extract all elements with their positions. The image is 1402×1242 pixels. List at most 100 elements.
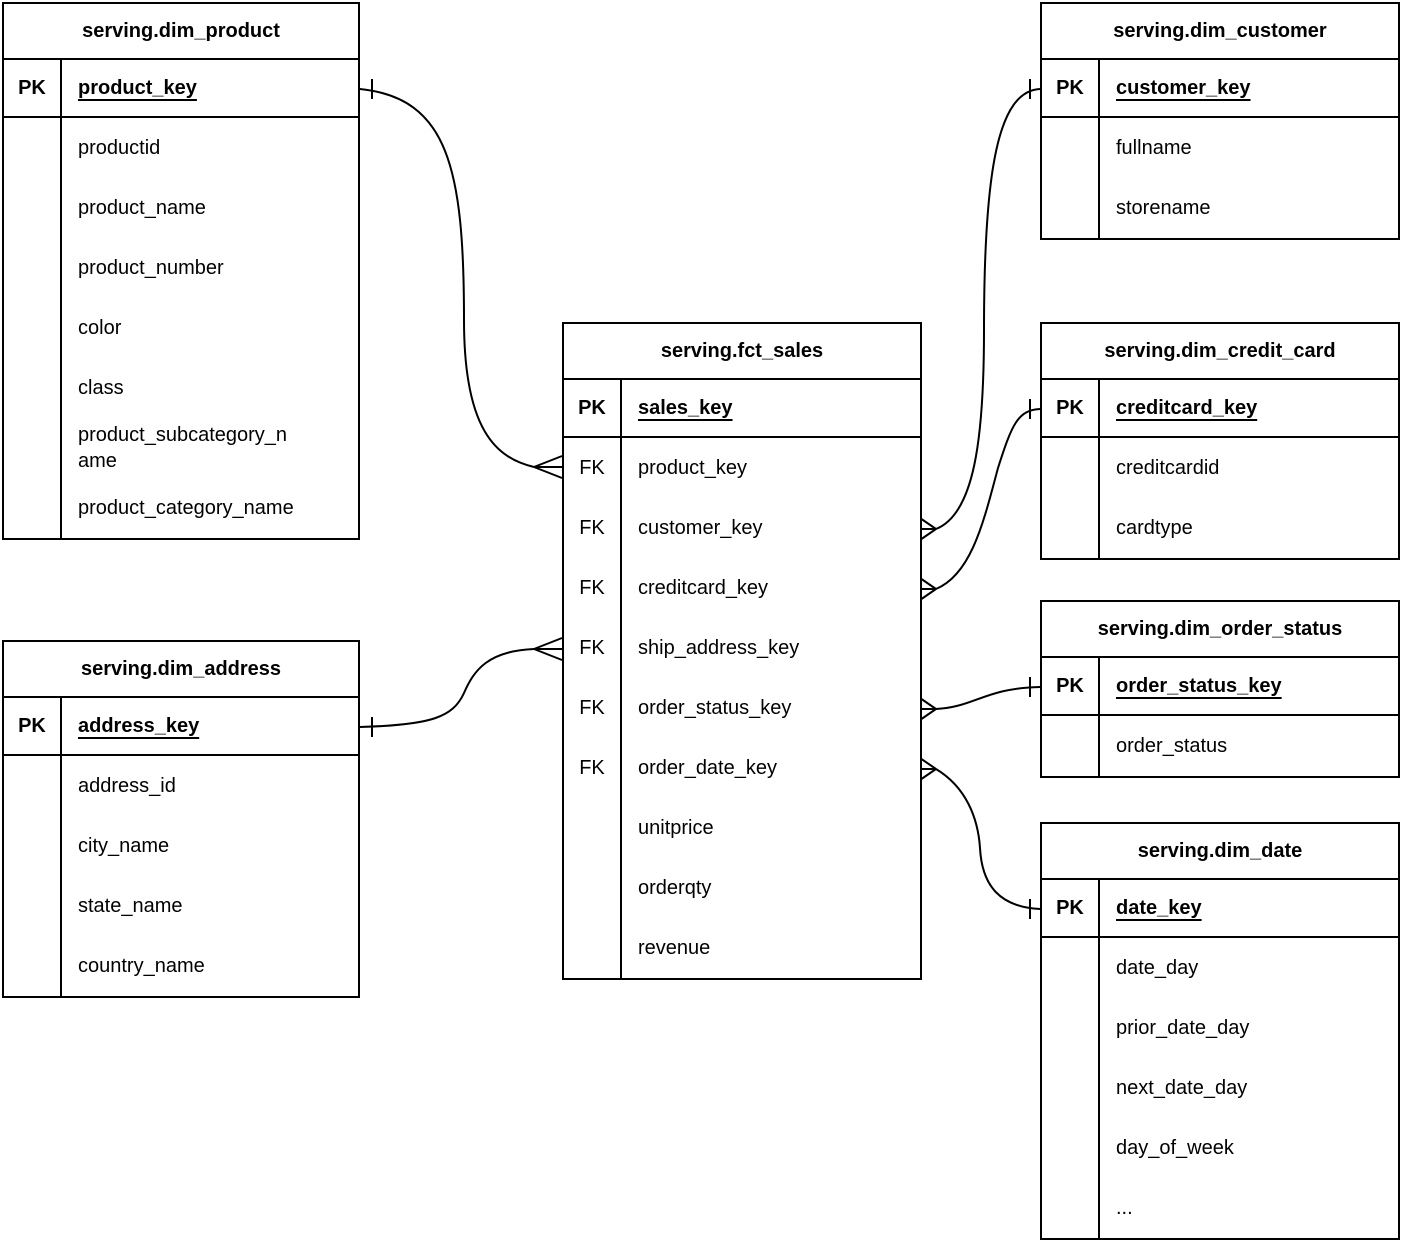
- relationship-line: [935, 88, 1041, 530]
- field-name: fullname: [1116, 137, 1192, 159]
- pk-label: PK: [4, 60, 62, 116]
- relationship-line: [935, 408, 1041, 590]
- pk-label: PK: [1042, 880, 1100, 936]
- key-cell-empty: [4, 118, 62, 178]
- key-cell-empty: [1042, 938, 1100, 998]
- key-cell-empty: [564, 918, 622, 978]
- key-cell-empty: [1042, 178, 1100, 238]
- field-row: productid: [4, 118, 358, 178]
- entity-dim-address[interactable]: serving.dim_address PK address_key addre…: [2, 640, 360, 998]
- key-cell-empty: [1042, 1118, 1100, 1178]
- table-title: serving.dim_order_status: [1042, 602, 1398, 658]
- crow-foot-marker: [533, 455, 563, 479]
- field-row: country_name: [4, 936, 358, 996]
- relationship-address-sales: [359, 637, 563, 737]
- key-cell-empty: [1042, 498, 1100, 558]
- pk-field: creditcard_key: [1116, 397, 1258, 419]
- fk-label: FK: [564, 678, 622, 738]
- field-name: ...: [1116, 1197, 1133, 1219]
- relationship-product-sales: [359, 79, 563, 479]
- field-name: next_date_day: [1116, 1077, 1248, 1099]
- relationship-line: [935, 686, 1041, 710]
- pk-field: sales_key: [638, 397, 733, 419]
- field-name: storename: [1116, 197, 1211, 219]
- field-name: order_status_key: [638, 697, 792, 719]
- field-row: order_status: [1042, 716, 1398, 776]
- pk-row: PK order_status_key: [1042, 658, 1398, 716]
- field-name: product_key: [638, 457, 747, 479]
- entity-dim-date[interactable]: serving.dim_date PK date_key date_day pr…: [1040, 822, 1400, 1240]
- table-title: serving.fct_sales: [564, 324, 920, 380]
- entity-dim-order-status[interactable]: serving.dim_order_status PK order_status…: [1040, 600, 1400, 778]
- key-cell-empty: [1042, 998, 1100, 1058]
- field-name: order_status: [1116, 735, 1228, 757]
- field-name: unitprice: [638, 817, 714, 839]
- field-row: FK order_status_key: [564, 678, 920, 738]
- field-row: product_subcategory_name: [4, 418, 358, 478]
- key-cell-empty: [4, 816, 62, 876]
- field-row: product_name: [4, 178, 358, 238]
- pk-row: PK product_key: [4, 60, 358, 118]
- key-cell-empty: [4, 418, 62, 478]
- pk-row: PK sales_key: [564, 380, 920, 438]
- pk-row: PK creditcard_key: [1042, 380, 1398, 438]
- entity-dim-credit-card[interactable]: serving.dim_credit_card PK creditcard_ke…: [1040, 322, 1400, 560]
- field-row: color: [4, 298, 358, 358]
- relationship-sales-credit-card: [919, 399, 1041, 601]
- key-cell-empty: [1042, 716, 1100, 776]
- crow-foot-marker: [919, 697, 937, 721]
- field-name: state_name: [78, 895, 183, 917]
- field-name: cardtype: [1116, 517, 1193, 539]
- relationship-sales-customer: [919, 79, 1041, 541]
- relationship-line: [359, 88, 535, 468]
- pk-row: PK address_key: [4, 698, 358, 756]
- field-name: class: [78, 377, 124, 399]
- pk-field: order_status_key: [1116, 675, 1282, 697]
- crow-foot-marker: [919, 517, 937, 541]
- field-name: productid: [78, 137, 161, 159]
- field-name: creditcard_key: [638, 577, 769, 599]
- field-row: revenue: [564, 918, 920, 978]
- field-row: product_category_name: [4, 478, 358, 538]
- field-name: ship_address_key: [638, 637, 800, 659]
- pk-label: PK: [1042, 658, 1100, 714]
- table-title: serving.dim_credit_card: [1042, 324, 1398, 380]
- key-cell-empty: [4, 478, 62, 538]
- relationship-line: [359, 648, 535, 728]
- relationship-sales-order-status: [919, 677, 1041, 721]
- field-name: order_date_key: [638, 757, 777, 779]
- field-row: storename: [1042, 178, 1398, 238]
- pk-label: PK: [564, 380, 622, 436]
- entity-dim-customer[interactable]: serving.dim_customer PK customer_key ful…: [1040, 2, 1400, 240]
- key-cell-empty: [4, 876, 62, 936]
- field-name: product_subcategory_name: [78, 424, 288, 472]
- field-row: address_id: [4, 756, 358, 816]
- key-cell-empty: [1042, 118, 1100, 178]
- key-cell-empty: [1042, 438, 1100, 498]
- key-cell-empty: [4, 358, 62, 418]
- key-cell-empty: [564, 798, 622, 858]
- entity-dim-product[interactable]: serving.dim_product PK product_key produ…: [2, 2, 360, 540]
- field-row: prior_date_day: [1042, 998, 1398, 1058]
- key-cell-empty: [4, 238, 62, 298]
- field-row: ...: [1042, 1178, 1398, 1238]
- key-cell-empty: [1042, 1058, 1100, 1118]
- table-title: serving.dim_customer: [1042, 4, 1398, 60]
- field-name: product_name: [78, 197, 206, 219]
- key-cell-empty: [1042, 1178, 1100, 1238]
- field-name: address_id: [78, 775, 176, 797]
- pk-field: product_key: [78, 77, 197, 99]
- field-name: country_name: [78, 955, 205, 977]
- crow-foot-marker: [919, 577, 937, 601]
- pk-field: date_key: [1116, 897, 1202, 919]
- key-cell-empty: [4, 756, 62, 816]
- field-row: next_date_day: [1042, 1058, 1398, 1118]
- pk-field: customer_key: [1116, 77, 1251, 99]
